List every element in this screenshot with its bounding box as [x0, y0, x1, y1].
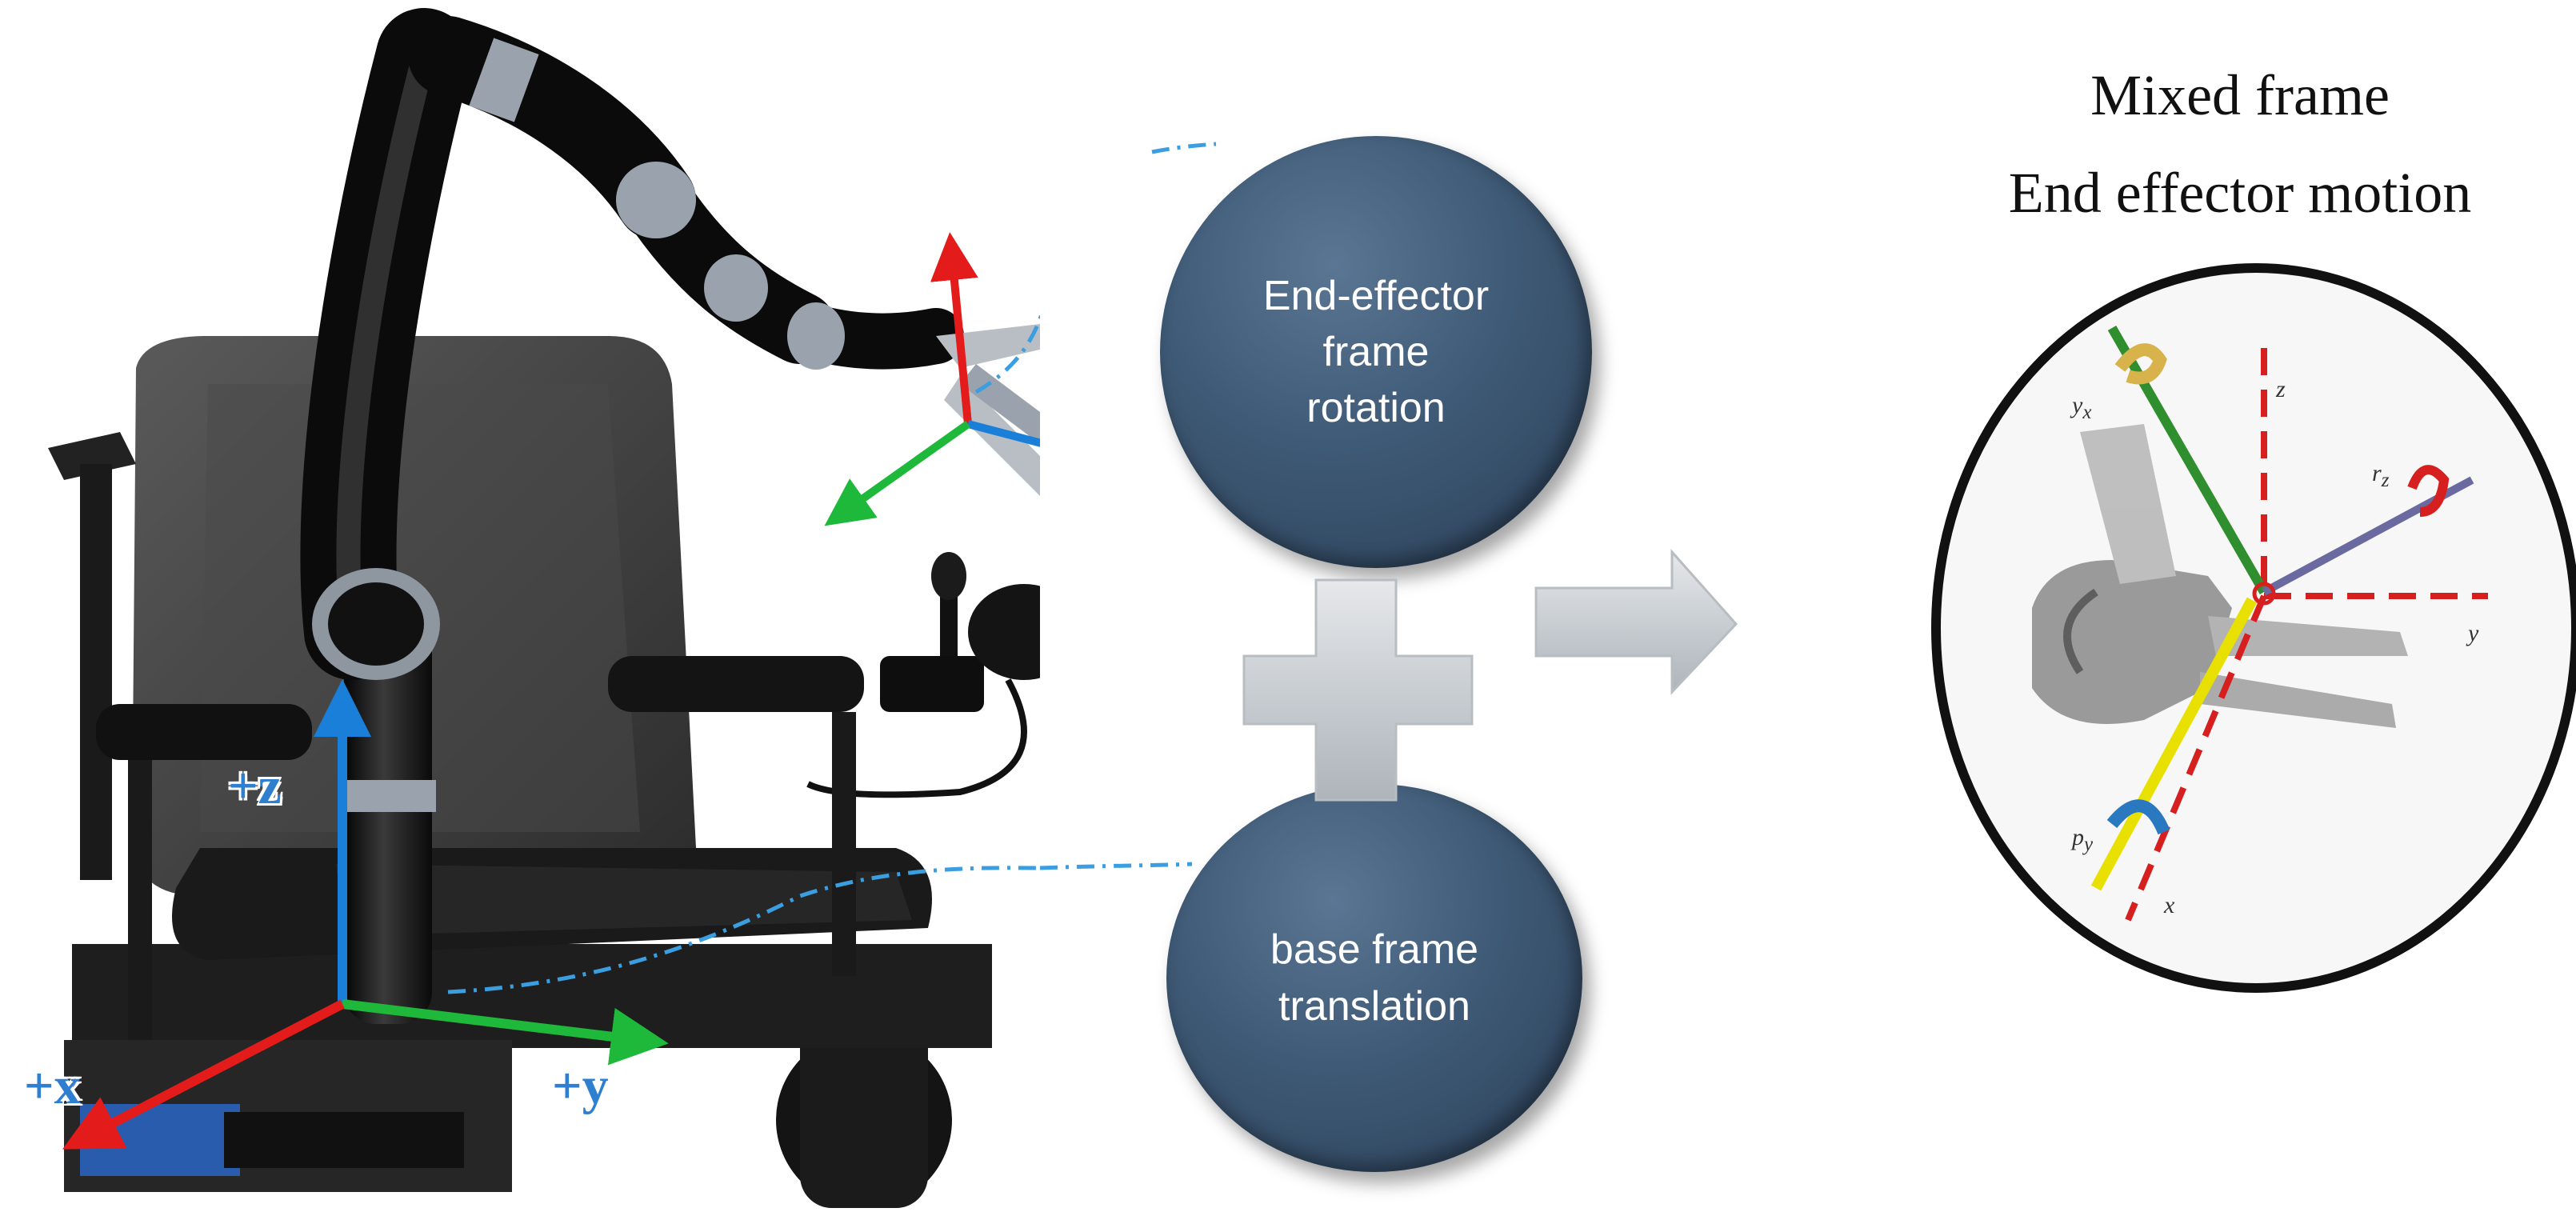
base-axis-y-label: +y	[552, 1057, 609, 1115]
inset-axis-x	[2125, 594, 2267, 922]
rotation-arrow-py	[2106, 799, 2170, 835]
connector-base	[447, 866, 1040, 994]
inset-label-x: x	[2164, 892, 2175, 918]
gripper-hand	[2032, 424, 2408, 728]
ee-axis-y	[966, 420, 1040, 447]
inset-label-z: z	[2276, 376, 2286, 402]
wheelchair-robot-illustration	[48, 8, 1040, 1208]
inset-label-rz: rz	[2372, 460, 2390, 491]
inset-yellow-axis	[2090, 597, 2258, 891]
inset-label-py: py	[2072, 824, 2094, 855]
inset-label-yx: yx	[2072, 392, 2092, 423]
mixed-frame-title: Mixed frame	[2090, 63, 2390, 127]
rotation-arrow-rz	[2407, 465, 2450, 517]
base-axis-x	[62, 999, 345, 1150]
ee-axis-x	[824, 420, 970, 526]
base-axis-y	[342, 999, 669, 1066]
inset-label-y: y	[2468, 620, 2479, 646]
rotation-arrow-yx	[2114, 343, 2167, 385]
robotic-arm	[300, 8, 1040, 1024]
base-axis-x-label: +x	[24, 1057, 81, 1115]
ee-axis-z	[930, 232, 978, 425]
end-effector-rotation-bubble: End-effector frame rotation	[1160, 136, 1592, 568]
end-effector-rotation-text: End-effector frame rotation	[1262, 272, 1490, 432]
base-translation-bubble: base frame translation	[1166, 784, 1582, 1172]
end-effector-motion-title: End effector motion	[2008, 161, 2472, 225]
base-translation-text: base frame translation	[1270, 926, 1479, 1030]
base-axis-z-label: +z	[228, 757, 282, 815]
